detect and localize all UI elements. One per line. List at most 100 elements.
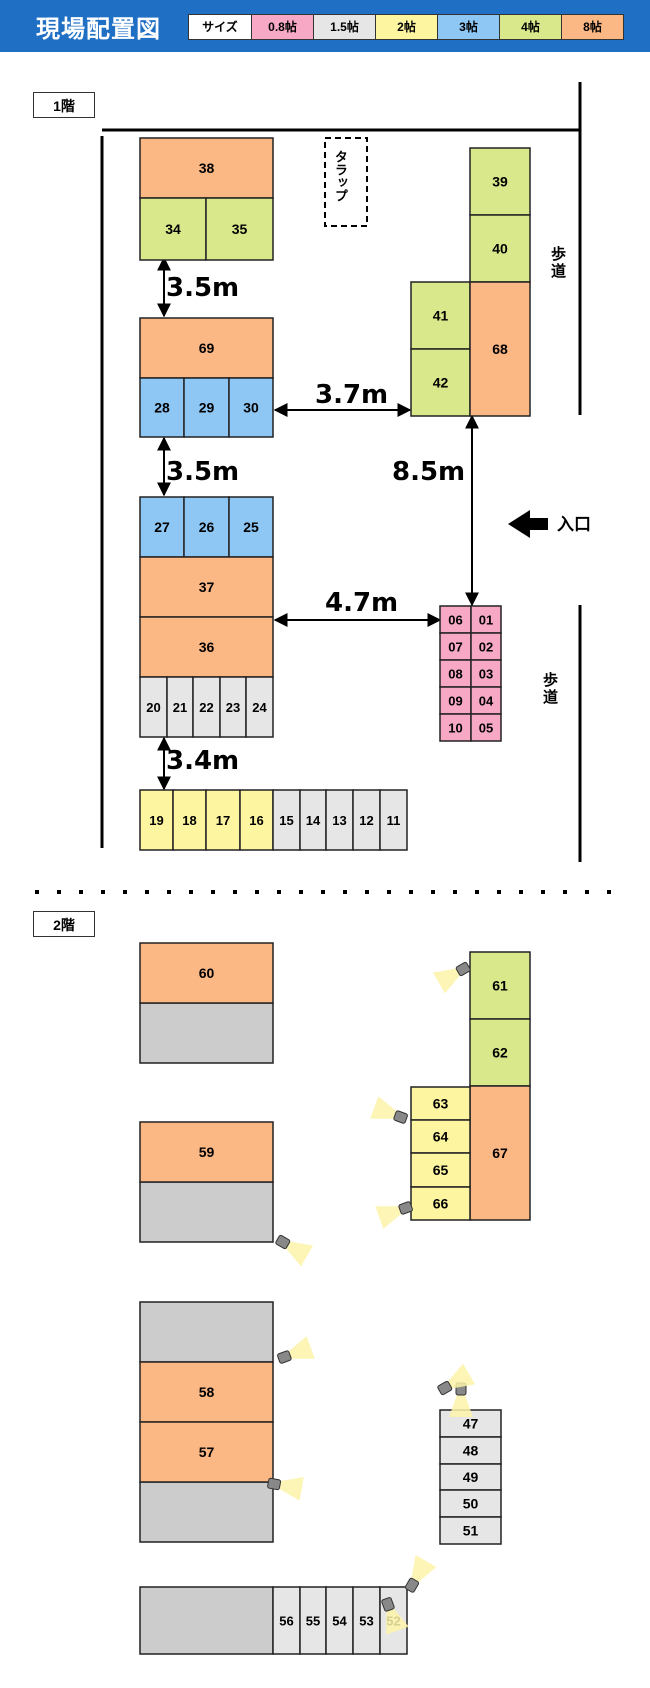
unit-label-23: 23 bbox=[226, 700, 240, 715]
legend-item: 3帖 bbox=[437, 15, 499, 39]
dim-3.4m: 3.4m bbox=[166, 746, 240, 776]
unit-54 bbox=[325, 1586, 354, 1655]
tarp-box bbox=[324, 137, 368, 227]
unit-label-24: 24 bbox=[252, 700, 267, 715]
dim-3.5m-upper: 3.5m bbox=[166, 273, 240, 303]
unit-label-20: 20 bbox=[146, 700, 160, 715]
empty-block bbox=[139, 1181, 274, 1243]
spotlight-icon bbox=[404, 1554, 437, 1593]
legend-item: 4帖 bbox=[499, 15, 561, 39]
unit-label-47: 47 bbox=[463, 1416, 479, 1432]
unit-label-62: 62 bbox=[492, 1045, 508, 1061]
unit-label-69: 69 bbox=[199, 340, 215, 356]
unit-08 bbox=[439, 659, 472, 688]
unit-68 bbox=[469, 281, 531, 417]
legend-item: サイズ bbox=[189, 15, 251, 39]
unit-label-54: 54 bbox=[332, 1614, 347, 1629]
unit-01 bbox=[470, 605, 502, 634]
page-title: 現場配置図 bbox=[36, 15, 161, 43]
unit-label-56: 56 bbox=[279, 1614, 293, 1629]
unit-label-19: 19 bbox=[149, 813, 163, 828]
unit-label-21: 21 bbox=[173, 700, 187, 715]
spotlight-icon bbox=[375, 1201, 413, 1229]
unit-label-08: 08 bbox=[448, 667, 462, 682]
unit-label-11: 11 bbox=[387, 813, 401, 828]
unit-label-28: 28 bbox=[154, 400, 170, 416]
unit-label-60: 60 bbox=[199, 965, 215, 981]
unit-label-05: 05 bbox=[479, 721, 493, 736]
spotlight-icon bbox=[370, 1096, 408, 1124]
unit-label-66: 66 bbox=[433, 1196, 449, 1212]
spotlight-icon bbox=[437, 1363, 476, 1396]
unit-20 bbox=[139, 676, 168, 738]
unit-18 bbox=[172, 789, 207, 851]
unit-label-68: 68 bbox=[492, 341, 508, 357]
unit-label-06: 06 bbox=[448, 613, 462, 628]
unit-55 bbox=[299, 1586, 327, 1655]
unit-29 bbox=[183, 377, 230, 438]
unit-label-29: 29 bbox=[199, 400, 215, 416]
tarp-label: タラップ bbox=[332, 150, 347, 202]
sidewalk-label-bottom: 歩道 bbox=[541, 672, 559, 706]
unit-15 bbox=[272, 789, 301, 851]
unit-58 bbox=[139, 1361, 274, 1423]
unit-label-53: 53 bbox=[359, 1614, 373, 1629]
spotlight-icon bbox=[267, 1477, 304, 1501]
unit-label-02: 02 bbox=[479, 640, 493, 655]
unit-63 bbox=[410, 1086, 471, 1121]
dim-8.5m: 8.5m bbox=[392, 457, 466, 487]
unit-11 bbox=[379, 789, 408, 851]
spotlight-icon bbox=[275, 1234, 314, 1267]
unit-label-04: 04 bbox=[479, 694, 494, 709]
unit-label-67: 67 bbox=[492, 1145, 508, 1161]
unit-label-25: 25 bbox=[243, 519, 259, 535]
unit-37 bbox=[139, 556, 274, 618]
unit-69 bbox=[139, 317, 274, 379]
unit-41 bbox=[410, 281, 471, 350]
unit-13 bbox=[325, 789, 354, 851]
unit-label-26: 26 bbox=[199, 519, 215, 535]
entrance-label: 入口 bbox=[557, 515, 591, 535]
unit-10 bbox=[439, 713, 472, 742]
unit-label-61: 61 bbox=[492, 978, 508, 994]
unit-label-64: 64 bbox=[433, 1129, 449, 1145]
unit-60 bbox=[139, 942, 274, 1004]
spotlight-icon bbox=[381, 1597, 409, 1635]
unit-67 bbox=[469, 1085, 531, 1221]
unit-30 bbox=[228, 377, 274, 438]
unit-24 bbox=[245, 676, 274, 738]
unit-label-34: 34 bbox=[165, 221, 181, 237]
unit-label-17: 17 bbox=[216, 813, 230, 828]
unit-label-42: 42 bbox=[433, 375, 449, 391]
floor2-label: 2階 bbox=[33, 911, 95, 937]
unit-label-03: 03 bbox=[479, 667, 493, 682]
unit-25 bbox=[228, 496, 274, 558]
empty-block bbox=[139, 1481, 274, 1543]
unit-label-14: 14 bbox=[306, 813, 321, 828]
unit-17 bbox=[205, 789, 241, 851]
unit-57 bbox=[139, 1421, 274, 1483]
unit-40 bbox=[469, 214, 531, 283]
unit-65 bbox=[410, 1152, 471, 1188]
unit-label-39: 39 bbox=[492, 174, 508, 190]
empty-block bbox=[139, 1002, 274, 1064]
unit-label-38: 38 bbox=[199, 160, 215, 176]
entrance-arrow-icon bbox=[508, 510, 548, 538]
unit-34 bbox=[139, 197, 207, 261]
unit-04 bbox=[470, 686, 502, 715]
dimension-arrows bbox=[157, 256, 479, 791]
unit-61 bbox=[469, 951, 531, 1020]
unit-14 bbox=[299, 789, 327, 851]
unit-05 bbox=[470, 713, 502, 742]
unit-label-18: 18 bbox=[182, 813, 196, 828]
unit-label-22: 22 bbox=[199, 700, 213, 715]
unit-label-16: 16 bbox=[249, 813, 263, 828]
unit-16 bbox=[239, 789, 274, 851]
unit-09 bbox=[439, 686, 472, 715]
empty-block bbox=[139, 1586, 274, 1655]
unit-label-07: 07 bbox=[448, 640, 462, 655]
unit-label-13: 13 bbox=[332, 813, 346, 828]
unit-39 bbox=[469, 147, 531, 216]
